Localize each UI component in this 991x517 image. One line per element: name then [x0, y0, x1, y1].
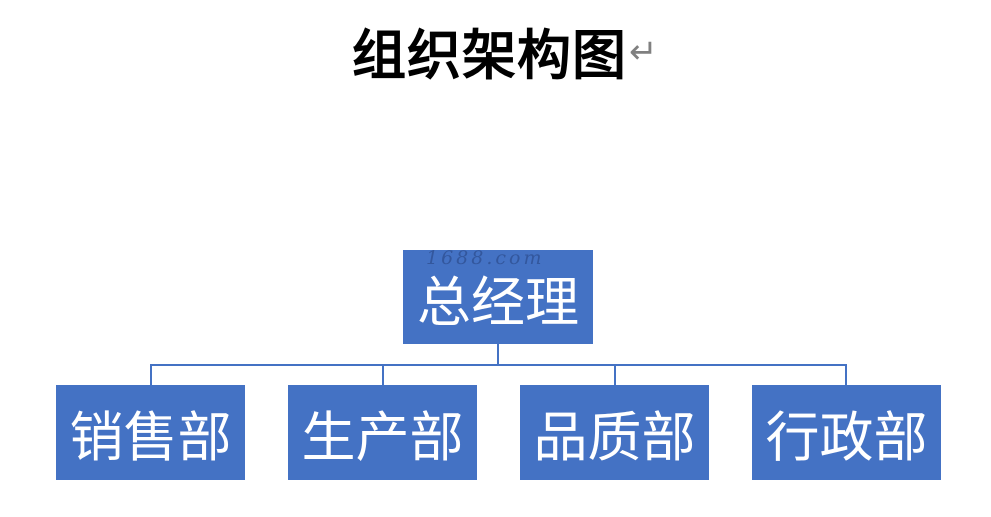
org-node-quality-dept: 品质部 — [520, 385, 709, 480]
org-node-admin-dept: 行政部 — [752, 385, 941, 480]
diagram-title-text: 组织架构图 — [352, 23, 627, 87]
paragraph-return-icon: ↵ — [629, 32, 659, 72]
diagram-title: 组织架构图↵ — [352, 18, 659, 87]
org-node-sales-dept: 销售部 — [56, 385, 245, 480]
org-node-production-dept: 生产部 — [288, 385, 477, 480]
org-node-general-manager: 总经理 — [403, 250, 593, 344]
